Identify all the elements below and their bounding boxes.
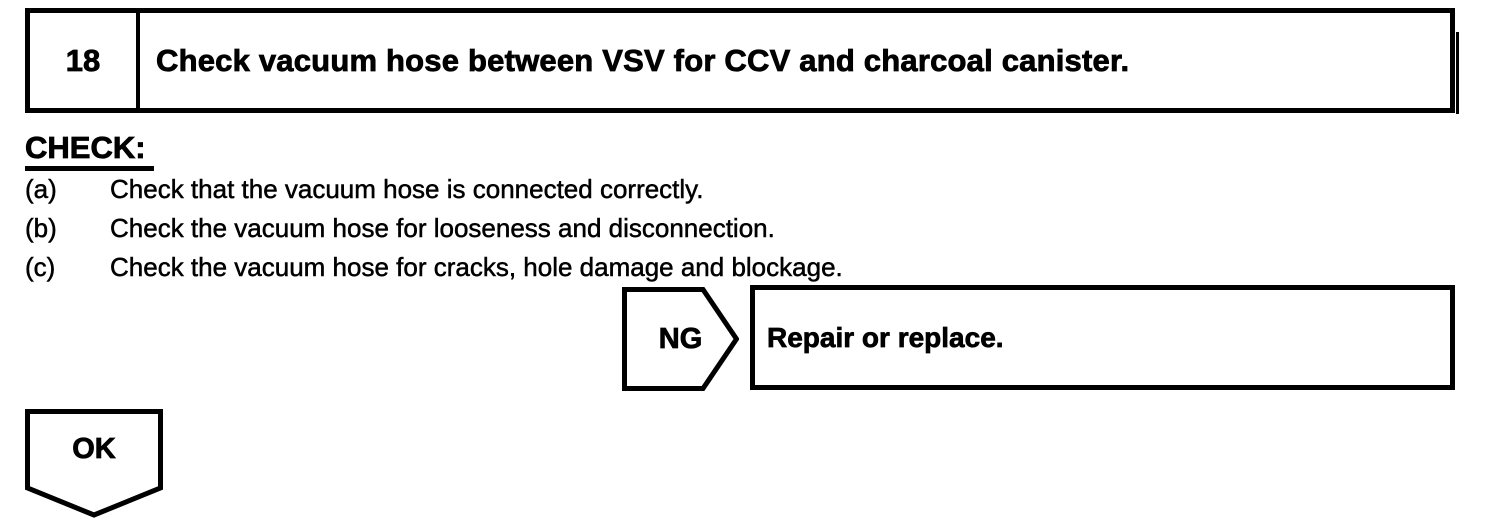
check-item-label: (c) — [25, 252, 56, 283]
check-item-text: Check the vacuum hose for looseness and … — [110, 213, 775, 244]
step-title: Check vacuum hose between VSV for CCV an… — [156, 42, 1130, 78]
step-title-cell: Check vacuum hose between VSV for CCV an… — [140, 13, 1450, 108]
step-header-box: 18 Check vacuum hose between VSV for CCV… — [25, 8, 1455, 113]
check-item-text: Check the vacuum hose for cracks, hole d… — [110, 252, 843, 283]
ng-label: NG — [658, 322, 703, 355]
check-item-a: (a) Check that the vacuum hose is connec… — [25, 170, 1125, 209]
check-item-text: Check that the vacuum hose is connected … — [110, 174, 704, 205]
check-item-label: (a) — [25, 174, 57, 205]
step-number: 18 — [65, 42, 101, 78]
ng-action-text: Repair or replace. — [767, 321, 1004, 353]
check-list: (a) Check that the vacuum hose is connec… — [25, 170, 1125, 287]
scan-artifact-line — [1456, 32, 1459, 114]
check-item-label: (b) — [25, 213, 57, 244]
ng-branch-arrow: NG — [622, 287, 739, 391]
ng-action-box: Repair or replace. — [750, 285, 1455, 390]
ok-arrow-shape-icon — [25, 409, 163, 518]
check-item-c: (c) Check the vacuum hose for cracks, ho… — [25, 248, 1125, 287]
check-item-b: (b) Check the vacuum hose for looseness … — [25, 209, 1125, 248]
check-heading: CHECK: — [25, 130, 154, 171]
ok-label: OK — [72, 433, 116, 466]
ng-arrow-shape-icon — [622, 287, 739, 391]
ok-branch-arrow: OK — [25, 409, 163, 518]
step-number-cell: 18 — [30, 13, 140, 108]
